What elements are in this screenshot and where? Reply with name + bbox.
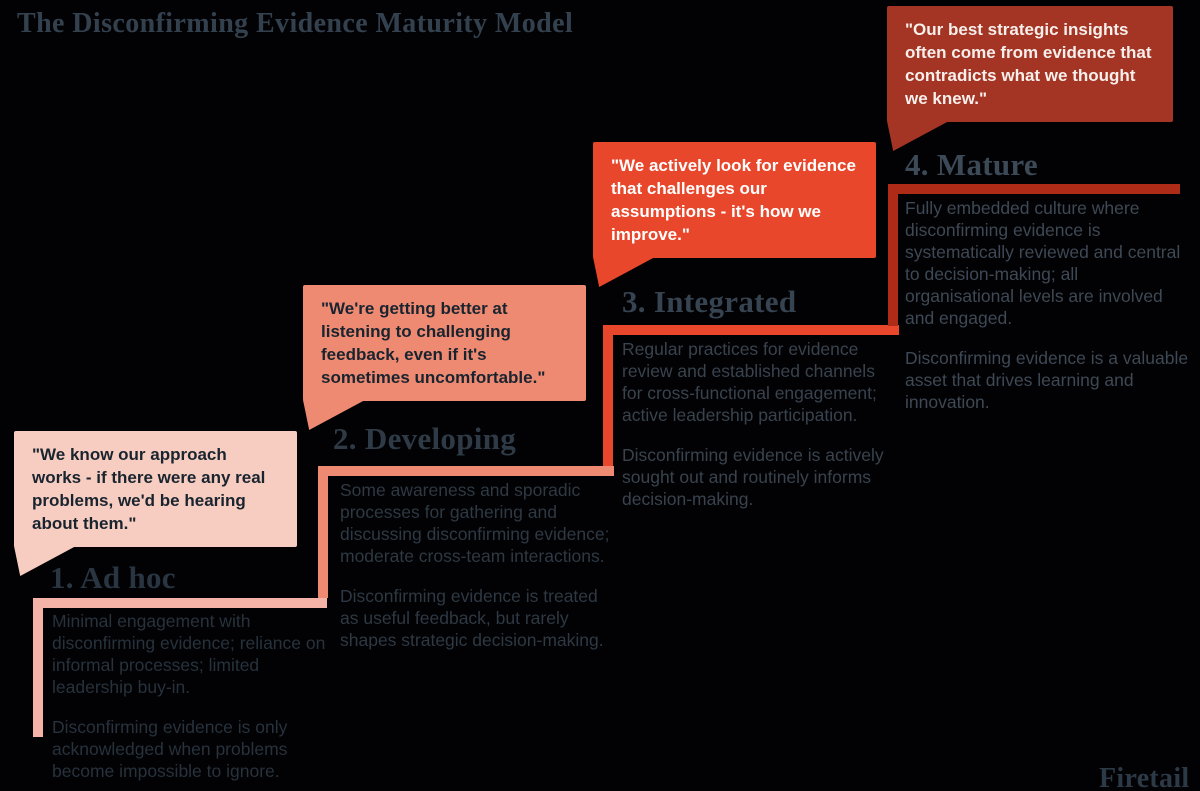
stage-description-developing: Some awareness and sporadic processes fo… (340, 479, 618, 669)
description-paragraph: Disconfirming evidence is treated as use… (340, 586, 604, 650)
description-paragraph: Regular practices for evidence review an… (622, 339, 877, 425)
description-paragraph: Fully embedded culture where disconfirmi… (905, 198, 1181, 328)
quote-bubble-adhoc: "We know our approach works - if there w… (14, 431, 297, 576)
description-paragraph: Some awareness and sporadic processes fo… (340, 480, 610, 566)
quote-bubble-integrated: "We actively look for evidence that chal… (593, 142, 876, 287)
page-title: The Disconfirming Evidence Maturity Mode… (17, 8, 574, 39)
stage-heading-adhoc: 1. Ad hoc (50, 560, 176, 595)
step-line-integrated (603, 325, 899, 335)
quote-bubble-mature: "Our best strategic insights often come … (887, 6, 1173, 151)
step-line-developing (318, 466, 614, 476)
quote-text: "We're getting better at listening to ch… (321, 299, 546, 387)
stage-description-integrated: Regular practices for evidence review an… (622, 338, 894, 528)
step-riser-adhoc (33, 598, 43, 737)
quote-bubble-developing: "We're getting better at listening to ch… (303, 285, 586, 430)
description-paragraph: Disconfirming evidence is only acknowled… (52, 717, 288, 781)
step-riser-integrated (603, 325, 613, 466)
stage-heading-developing: 2. Developing (333, 421, 517, 456)
quote-text: "Our best strategic insights often come … (905, 20, 1152, 108)
stage-heading-mature: 4. Mature (905, 147, 1038, 182)
stage-heading-integrated: 3. Integrated (622, 284, 797, 319)
quote-text: "We actively look for evidence that chal… (611, 156, 856, 244)
description-paragraph: Disconfirming evidence is actively sough… (622, 445, 884, 509)
step-riser-developing (318, 466, 328, 598)
step-line-adhoc (33, 598, 327, 608)
description-paragraph: Disconfirming evidence is a valuable ass… (905, 348, 1189, 412)
step-line-mature (888, 184, 1180, 194)
stage-description-mature: Fully embedded culture where disconfirmi… (905, 197, 1191, 431)
bubble-tail (593, 257, 655, 287)
quote-text: "We know our approach works - if there w… (32, 445, 266, 533)
brand-logo-firetail: Firetail (1099, 763, 1190, 791)
step-riser-mature (888, 184, 898, 326)
stage-description-adhoc: Minimal engagement with disconfirming ev… (52, 610, 332, 791)
description-paragraph: Minimal engagement with disconfirming ev… (52, 611, 326, 697)
